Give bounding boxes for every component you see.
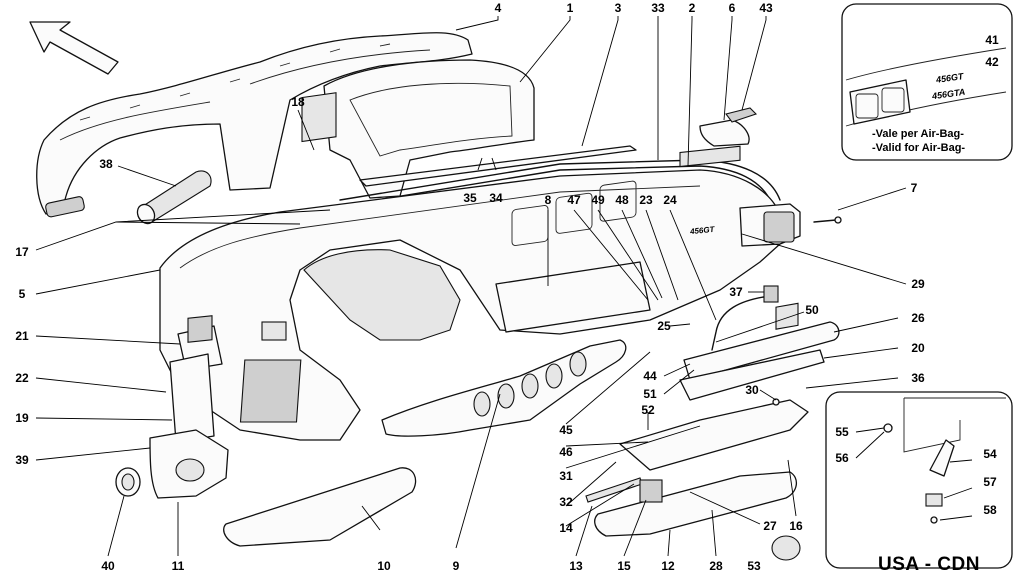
- callout-41: 41: [985, 33, 999, 47]
- callout-1: 1: [566, 1, 574, 15]
- callout-56: 56: [835, 451, 849, 465]
- callout-35: 35: [463, 191, 477, 205]
- region-usa-cdn: USA - CDN: [878, 554, 980, 575]
- airbag-note-italian: -Vale per Air-Bag-: [872, 128, 964, 140]
- callout-2: 2: [688, 1, 696, 15]
- part-10-knee-bolster: [223, 467, 417, 547]
- callout-21: 21: [15, 329, 29, 343]
- part-1-instrument-hood: [323, 59, 535, 199]
- part-12-glovebox-lid: [594, 471, 797, 537]
- callout-14: 14: [559, 521, 573, 535]
- direction-arrow-icon: [29, 21, 119, 75]
- callout-27: 27: [763, 519, 777, 533]
- callout-49: 49: [591, 193, 605, 207]
- callout-52: 52: [641, 403, 655, 417]
- callout-7: 7: [910, 181, 918, 195]
- callout-20: 20: [911, 341, 925, 355]
- callout-26: 26: [911, 311, 925, 325]
- callout-45: 45: [559, 423, 573, 437]
- part-9-lower-trim: [381, 339, 627, 437]
- callout-42: 42: [985, 55, 999, 69]
- part-16-latch-bracket: [775, 302, 799, 330]
- leader-lines: [35, 16, 973, 557]
- callout-12: 12: [661, 559, 675, 573]
- airbag-note-english: -Valid for Air-Bag-: [872, 142, 966, 154]
- callout-50: 50: [805, 303, 819, 317]
- part-5-dashboard-body: [159, 169, 781, 441]
- inset-bottom-frame: [825, 391, 1013, 569]
- callout-15: 15: [617, 559, 631, 573]
- callout-51: 51: [643, 387, 657, 401]
- callout-36: 36: [911, 371, 925, 385]
- dash-badge-text: 456GT: [689, 224, 715, 237]
- part-30-screw: [772, 398, 780, 406]
- callout-19: 19: [15, 411, 29, 425]
- callout-8: 8: [544, 193, 552, 207]
- callout-18: 18: [291, 95, 305, 109]
- callout-24: 24: [663, 193, 677, 207]
- callout-55: 55: [835, 425, 849, 439]
- callout-9: 9: [452, 559, 460, 573]
- callout-16: 16: [789, 519, 803, 533]
- callout-48: 48: [615, 193, 629, 207]
- part-40-grommet: [115, 467, 141, 497]
- callout-22: 22: [15, 371, 29, 385]
- callout-46: 46: [559, 445, 573, 459]
- part-43-speaker-grille: [725, 107, 758, 123]
- callout-13: 13: [569, 559, 583, 573]
- callout-38: 38: [99, 157, 113, 171]
- callout-44: 44: [643, 369, 657, 383]
- callout-31: 31: [559, 469, 573, 483]
- part-20-support-bracket: [679, 349, 825, 401]
- callout-3: 3: [614, 1, 622, 15]
- callout-28: 28: [709, 559, 723, 573]
- callout-37: 37: [729, 285, 743, 299]
- callout-11: 11: [171, 559, 185, 573]
- part-14-glovebox-frame: [619, 399, 809, 471]
- callout-57: 57: [983, 475, 997, 489]
- part-53-badge-disc: [771, 535, 801, 561]
- part-6-speaker-cover: [699, 119, 750, 147]
- callout-39: 39: [15, 453, 29, 467]
- callout-58: 58: [983, 503, 997, 517]
- callout-29: 29: [911, 277, 925, 291]
- part-8-centre-vents: [495, 180, 651, 333]
- callout-30: 30: [745, 383, 759, 397]
- callout-54: 54: [983, 447, 997, 461]
- part-26-crossbar: [683, 321, 840, 381]
- callout-4: 4: [494, 1, 502, 15]
- callout-33: 33: [651, 1, 665, 15]
- part-7-side-vent: [739, 203, 842, 247]
- inset-top-frame: [841, 3, 1013, 161]
- callout-6: 6: [728, 1, 736, 15]
- callout-40: 40: [101, 559, 115, 573]
- part-4-upper-cover: [36, 32, 473, 218]
- callout-17: 17: [15, 245, 29, 259]
- callout-34: 34: [489, 191, 503, 205]
- part-19-side-bracket: [169, 353, 215, 443]
- callout-10: 10: [377, 559, 391, 573]
- callout-32: 32: [559, 495, 573, 509]
- callout-43: 43: [759, 1, 773, 15]
- part-15-lock: [639, 479, 663, 503]
- part-37-wiring-harness: [711, 285, 779, 351]
- callout-25: 25: [657, 319, 671, 333]
- part-38-foam-roll: [136, 170, 212, 225]
- callout-53: 53: [747, 559, 761, 573]
- part-29-dash-badge-plate: [679, 145, 741, 168]
- part-3-trim-strip: [359, 145, 637, 187]
- callout-47: 47: [567, 193, 581, 207]
- part-18-bracket: [301, 92, 337, 143]
- callout-5: 5: [18, 287, 26, 301]
- part-39-side-panel: [149, 429, 229, 499]
- callout-23: 23: [639, 193, 653, 207]
